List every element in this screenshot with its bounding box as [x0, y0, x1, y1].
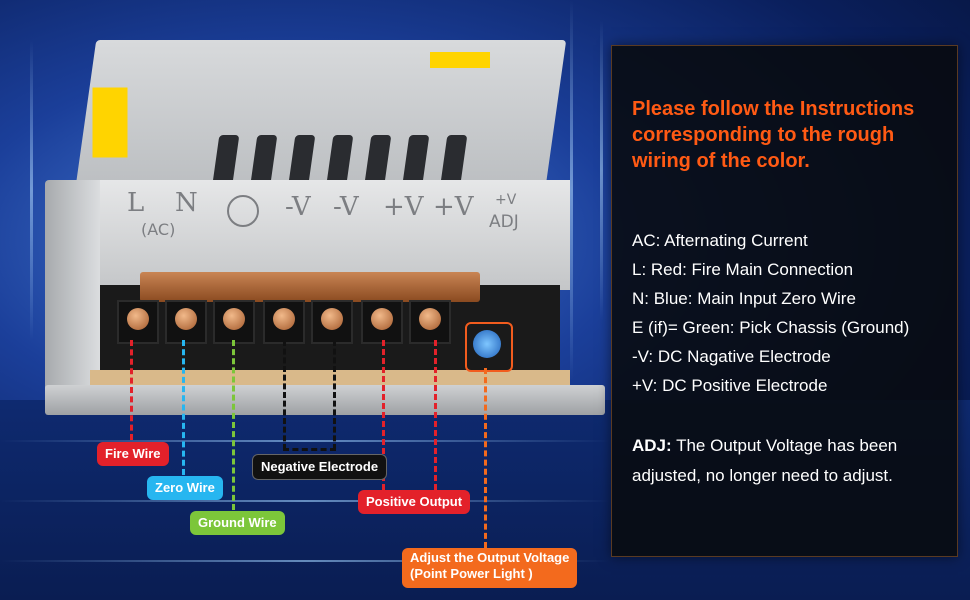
copper-bus-bar	[140, 272, 480, 302]
instructions-headline: Please follow the Instructions correspon…	[632, 98, 915, 172]
negative-line-join	[283, 448, 336, 451]
positive-line-1	[382, 340, 385, 490]
label-neg-v-1: -V	[285, 192, 311, 222]
adj-text: The Output Voltage has been adjusted, no…	[632, 436, 898, 485]
adjust-voltage-tag: Adjust the Output Voltage (Point Power L…	[402, 548, 578, 588]
instructions-panel: Please follow the Instructions correspon…	[611, 45, 958, 557]
fire-wire-tag: Fire Wire	[97, 442, 169, 466]
terminal-ground	[213, 300, 255, 344]
spec-n: N: Blue: Main Input Zero Wire	[632, 289, 856, 308]
ground-wire-line	[232, 340, 235, 510]
psu-top-cover	[73, 40, 567, 200]
ground-symbol-icon	[227, 195, 259, 227]
adjust-voltage-line2: (Point Power Light )	[410, 566, 533, 581]
terminal-neg-2	[311, 300, 353, 344]
zero-wire-tag: Zero Wire	[147, 476, 223, 500]
adjust-line	[484, 368, 487, 548]
label-n: N	[175, 188, 198, 218]
spec-pos-v: +V: DC Positive Electrode	[632, 376, 828, 395]
psu-front-panel	[100, 180, 570, 290]
terminal-l	[117, 300, 159, 344]
label-plus-v-small: +V	[495, 192, 517, 208]
label-neg-v-2: -V	[333, 192, 359, 222]
potentiometer-knob-icon	[473, 330, 501, 358]
light-streak	[600, 20, 603, 320]
screw-icon	[127, 308, 149, 330]
floor-line	[0, 500, 610, 502]
terminal-neg-1	[263, 300, 305, 344]
fire-wire-line	[130, 340, 133, 440]
negative-electrode-tag: Negative Electrode	[252, 454, 388, 480]
positive-output-tag: Positive Output	[358, 490, 471, 514]
light-streak	[30, 40, 33, 340]
terminal-n	[165, 300, 207, 344]
spec-e: E (if)= Green: Pick Chassis (Ground)	[632, 318, 910, 337]
positive-line-2	[434, 340, 437, 490]
screw-icon	[175, 308, 197, 330]
warning-sticker	[92, 87, 128, 158]
floor-line	[0, 560, 610, 562]
spec-sticker	[430, 52, 490, 68]
adjust-potentiometer	[465, 322, 513, 372]
adjust-voltage-line1: Adjust the Output Voltage	[410, 550, 570, 565]
label-pos-v-2: +V	[433, 192, 474, 222]
screw-icon	[419, 308, 441, 330]
spec-ac: AC: Afternating Current	[632, 231, 808, 250]
label-pos-v-1: +V	[383, 192, 424, 222]
screw-icon	[371, 308, 393, 330]
spec-neg-v: -V: DC Nagative Electrode	[632, 347, 831, 366]
spec-l: L: Red: Fire Main Connection	[632, 260, 854, 279]
terminal-pos-1	[361, 300, 403, 344]
power-supply-unit: L N (AC) -V -V +V +V +V ADJ	[45, 40, 605, 420]
label-adj: ADJ	[489, 212, 519, 232]
terminal-pos-2	[409, 300, 451, 344]
base-plate	[45, 385, 605, 415]
adj-note: ADJ: The Output Voltage has been adjuste…	[632, 431, 950, 491]
label-ac: (AC)	[141, 220, 176, 239]
ground-wire-tag: Ground Wire	[190, 511, 285, 535]
negative-line-2	[333, 340, 336, 450]
floor-line	[0, 440, 610, 442]
screw-icon	[321, 308, 343, 330]
screw-icon	[223, 308, 245, 330]
adj-label: ADJ:	[632, 436, 672, 455]
negative-line-1	[283, 340, 286, 450]
label-l: L	[127, 188, 145, 218]
light-streak	[570, 0, 573, 380]
screw-icon	[273, 308, 295, 330]
zero-wire-line	[182, 340, 185, 475]
